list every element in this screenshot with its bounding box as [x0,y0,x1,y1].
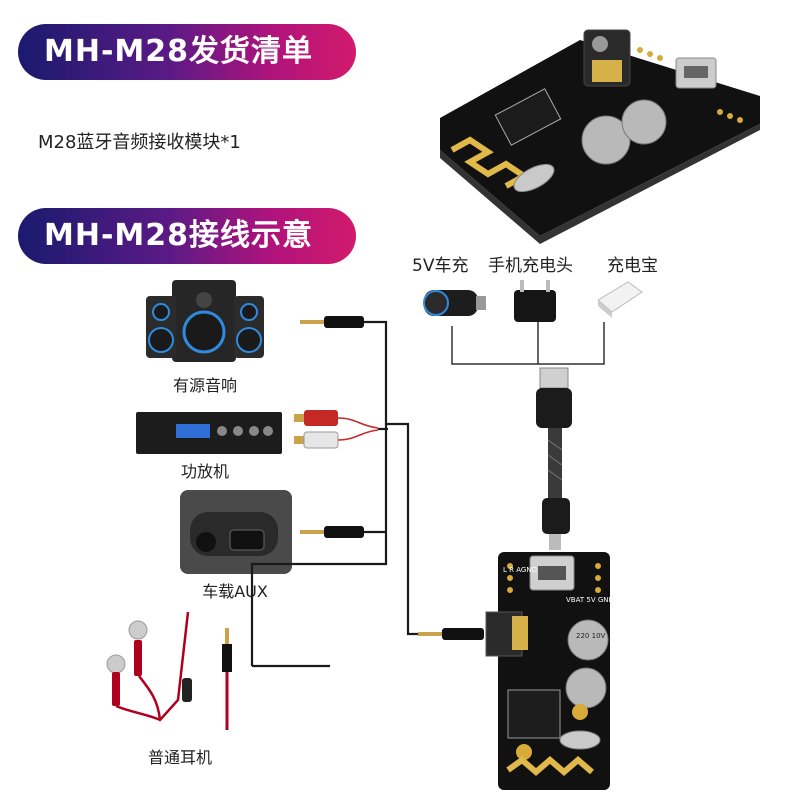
pin-5v: 5V [586,596,596,604]
phone-charger-label: 手机充电头 [488,256,573,276]
pin-r: R [509,566,515,574]
phone-charger-icon [514,280,556,322]
board-pin-labels-left: L R AGND [503,566,537,574]
cap-voltage: 10V [591,632,606,640]
packing-list-heading: MH-M28发货清单 [18,24,356,80]
packing-list-item: M28蓝牙音频接收模块*1 [38,132,241,153]
car-charger-icon [423,290,486,316]
pin-gnd: GND [597,596,614,604]
active-speaker-icon [146,280,264,362]
car-aux-plug [300,526,364,538]
amplifier-label: 功放机 [180,462,229,481]
pin-l: L [503,566,507,574]
pin-vbat: VBAT [566,596,585,604]
earphones-icon [106,611,232,730]
power-bank-label: 充电宝 [607,256,658,276]
usb-cable [536,367,572,550]
top-bluetooth-board [440,29,760,244]
power-bracket [451,322,605,365]
board-input-plug [418,628,484,640]
amplifier-icon [136,412,282,454]
power-bank-icon [597,281,643,318]
pin-agnd: AGND [516,566,537,574]
wiring-diagram-heading: MH-M28接线示意图 [18,208,356,309]
amplifier-rca-plugs [294,410,379,449]
board-pin-labels-right: VBAT 5V GND [566,596,614,604]
car-charger-label: 5V车充 [412,256,469,276]
audio-wires [250,320,418,668]
cap-value: 220 [576,632,590,640]
earphones-label: 普通耳机 [147,748,212,767]
capacitor-label: 220 10V [576,632,605,640]
car-aux-icon [180,490,292,574]
active-speaker-label: 有源音响 [172,376,237,395]
speaker-plug [300,316,364,328]
main-bluetooth-board [485,552,610,790]
